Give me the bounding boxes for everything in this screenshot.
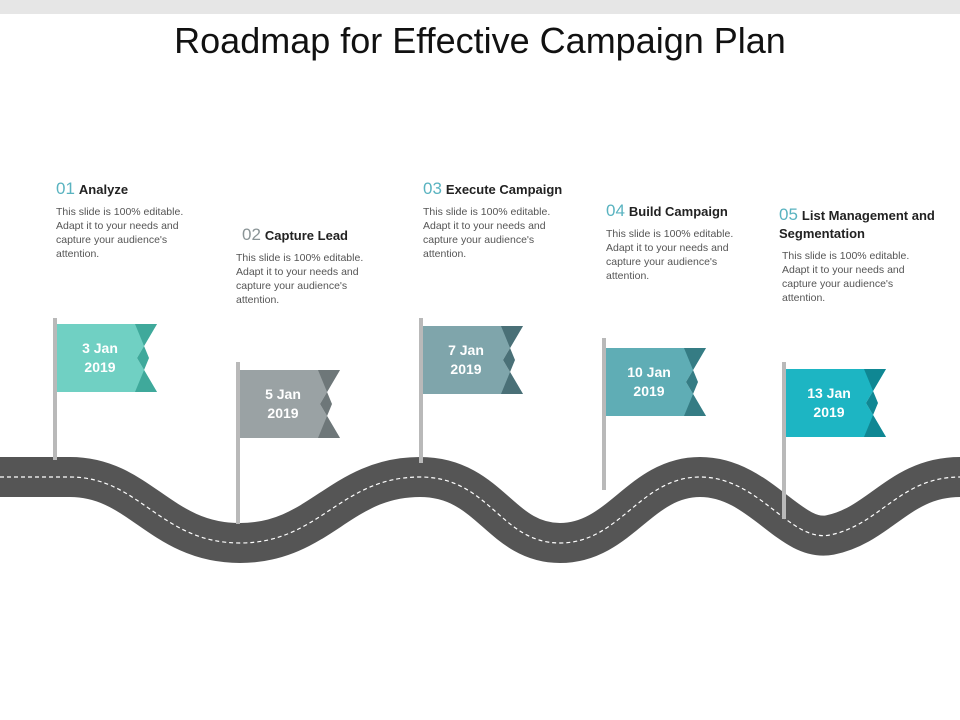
milestone-1-description: This slide is 100% editable. Adapt it to… (56, 206, 184, 260)
milestone-1-date: 3 Jan 2019 (82, 340, 118, 375)
milestone-3-number: 03 (423, 179, 442, 198)
milestone-5-flag-shape (786, 369, 886, 437)
milestone-2-date: 5 Jan 2019 (265, 386, 301, 421)
milestone-2-flag-shape (240, 370, 340, 438)
milestone-5-number: 05 (779, 205, 798, 224)
milestone-3-flag: 7 Jan 2019 (423, 326, 538, 394)
milestone-2-number: 02 (242, 225, 261, 244)
milestone-3-date: 7 Jan 2019 (448, 342, 484, 377)
milestone-5-flag: 13 Jan 2019 (786, 369, 901, 437)
milestone-1-flag: 3 Jan 2019 (57, 324, 172, 392)
milestone-3-pole (419, 318, 423, 463)
milestone-2-flag: 5 Jan 2019 (240, 370, 355, 438)
milestone-4-heading: Build Campaign (628, 204, 728, 219)
milestone-5-date: 13 Jan 2019 (807, 385, 851, 420)
milestone-5-description: This slide is 100% editable. Adapt it to… (782, 250, 910, 304)
milestone-2-description: This slide is 100% editable. Adapt it to… (236, 252, 364, 306)
milestone-1-number: 01 (56, 179, 75, 198)
page-title: Roadmap for Effective Campaign Plan (174, 20, 786, 61)
milestone-1-pole (53, 318, 57, 460)
milestone-1-flag-shape (57, 324, 157, 392)
milestone-4-description: This slide is 100% editable. Adapt it to… (606, 228, 734, 282)
milestone-5-heading: List Management and Segmentation (779, 208, 935, 241)
milestone-5-pole (782, 362, 786, 519)
milestone-4-number: 04 (606, 201, 625, 220)
milestone-3-description: This slide is 100% editable. Adapt it to… (423, 206, 551, 260)
milestone-3-heading: Execute Campaign (445, 182, 563, 197)
road-path (0, 456, 960, 564)
milestone-4-pole (602, 338, 606, 490)
top-bar (0, 0, 960, 14)
milestone-1-heading: Analyze (78, 182, 129, 197)
milestone-4-flag: 10 Jan 2019 (606, 348, 721, 416)
milestone-3-flag-shape (423, 326, 523, 394)
milestone-4-flag-shape (606, 348, 706, 416)
milestone-4-date: 10 Jan 2019 (627, 364, 671, 399)
milestone-2-pole (236, 362, 240, 524)
milestone-2-heading: Capture Lead (264, 228, 348, 243)
